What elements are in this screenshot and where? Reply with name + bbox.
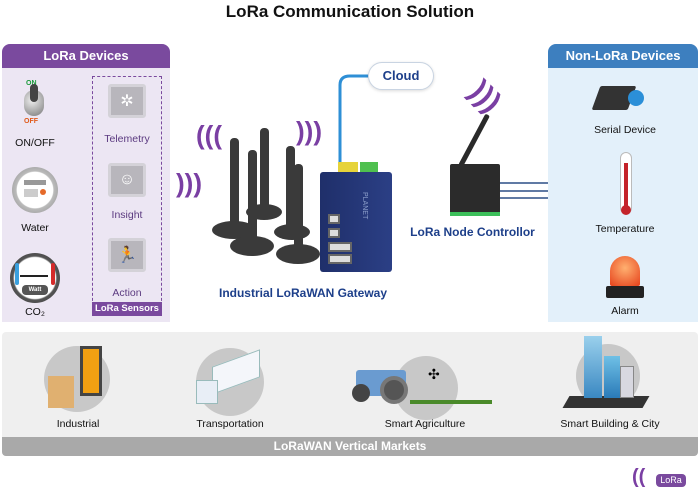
lora-devices-header: LoRa Devices bbox=[2, 44, 170, 68]
terminal-block-icon bbox=[360, 162, 378, 172]
thermometer-icon bbox=[620, 152, 632, 215]
signal-wave-icon: ))) bbox=[296, 116, 322, 146]
field-icon bbox=[410, 400, 492, 404]
non-lora-devices-header: Non-LoRa Devices bbox=[548, 44, 698, 68]
drone-icon: ✣ bbox=[428, 366, 440, 382]
signal-wave-icon: ))) bbox=[176, 168, 202, 198]
gateway-device-icon: PLANET bbox=[320, 172, 392, 272]
forklift-icon bbox=[44, 346, 110, 412]
truck-icon bbox=[196, 348, 264, 416]
brain-chip-icon: ☺ bbox=[108, 163, 146, 197]
signal-wave-icon: ((( bbox=[196, 120, 222, 150]
sensor-label-telemetry: Telemetry bbox=[104, 133, 150, 145]
lora-sensors-tag: LoRa Sensors bbox=[92, 302, 162, 316]
running-person-chip-icon: 🏃 bbox=[108, 238, 146, 272]
page-title: LoRa Communication Solution bbox=[225, 2, 475, 21]
alarm-base-icon bbox=[606, 286, 644, 298]
alarm-beacon-icon bbox=[610, 256, 640, 286]
sensor-label-action: Action bbox=[112, 287, 142, 299]
market-label-transportation: Transportation bbox=[196, 418, 264, 430]
network-chip-icon: ✲ bbox=[108, 84, 146, 118]
non-lora-label-serial: Serial Device bbox=[594, 124, 656, 136]
sensor-label-insight: Insight bbox=[111, 209, 143, 221]
antennas-icon bbox=[212, 128, 320, 264]
gateway-brand: PLANET bbox=[361, 192, 368, 220]
node-controller-label: LoRa Node Controllor bbox=[410, 225, 535, 239]
vertical-markets-footer: LoRaWAN Vertical Markets bbox=[2, 437, 698, 456]
building-icon bbox=[604, 356, 620, 398]
water-meter-icon bbox=[12, 167, 58, 213]
gauge-icon: Watt bbox=[10, 253, 60, 303]
building-icon bbox=[620, 366, 634, 398]
lora-logo-wave-icon: (( bbox=[632, 466, 646, 488]
tractor-icon bbox=[352, 370, 408, 404]
gauge-text: Watt bbox=[22, 285, 48, 295]
non-lora-label-temperature: Temperature bbox=[595, 223, 655, 235]
market-label-industrial: Industrial bbox=[56, 418, 100, 430]
toggle-switch-icon: ON OFF bbox=[22, 80, 46, 128]
cloud-icon: Cloud bbox=[368, 62, 434, 90]
gear-icon bbox=[628, 90, 644, 106]
non-lora-label-alarm: Alarm bbox=[611, 305, 639, 317]
on-text: ON bbox=[26, 80, 37, 87]
city-buildings-icon bbox=[584, 336, 602, 398]
node-controller-icon bbox=[450, 164, 500, 216]
lora-logo: LoRa bbox=[656, 474, 686, 487]
market-label-smart-city: Smart Building & City bbox=[560, 418, 660, 430]
device-label-onoff: ON/OFF bbox=[15, 137, 55, 149]
device-label-water: Water bbox=[21, 222, 49, 234]
gateway-label: Industrial LoRaWAN Gateway bbox=[218, 286, 388, 300]
device-label-co2: CO₂ bbox=[25, 306, 45, 318]
off-text: OFF bbox=[24, 118, 38, 125]
terminal-block-icon bbox=[338, 162, 358, 172]
market-label-agriculture: Smart Agriculture bbox=[384, 418, 466, 430]
